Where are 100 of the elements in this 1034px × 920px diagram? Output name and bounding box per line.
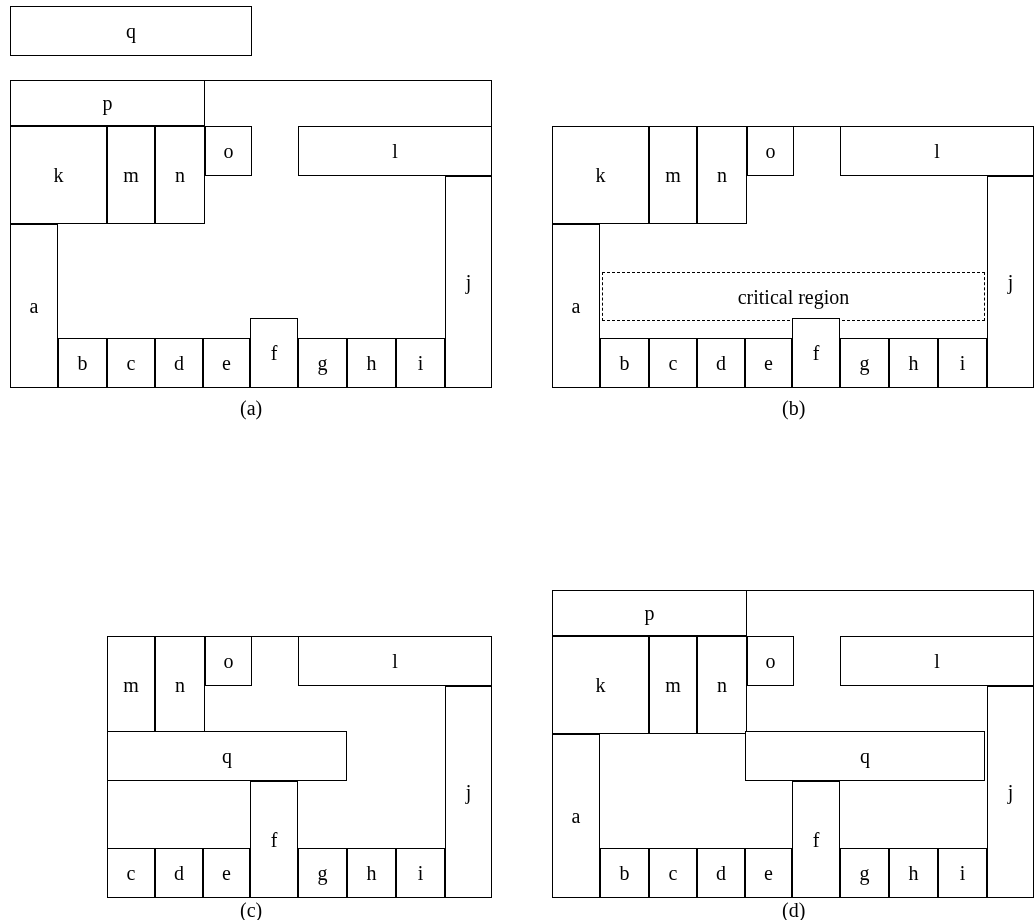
block-label: n: [175, 165, 185, 185]
block-label: l: [934, 651, 940, 671]
block-rectangle: [107, 338, 155, 388]
block-label: o: [765, 141, 776, 161]
block-label: c: [668, 863, 678, 883]
block-rectangle: [697, 126, 747, 224]
panel-caption: (b): [782, 398, 806, 418]
block-label: m: [123, 165, 139, 185]
block-rectangle: [600, 338, 649, 388]
block-label: m: [665, 165, 681, 185]
block-rectangle: [987, 176, 1034, 388]
block-label: e: [764, 863, 773, 883]
block-rectangle: [107, 126, 155, 224]
block-rectangle: [938, 848, 987, 898]
block-label: m: [665, 675, 681, 695]
block-rectangle: [697, 338, 745, 388]
block-rectangle: [10, 126, 107, 224]
block-label: b: [619, 353, 630, 373]
block-label: q: [126, 21, 136, 41]
block-label: g: [317, 863, 328, 883]
block-label: d: [716, 353, 726, 373]
block-rectangle: [58, 338, 107, 388]
block-label: critical region: [737, 286, 850, 307]
block-label: j: [465, 782, 472, 802]
block-rectangle: [205, 636, 252, 686]
block-rectangle: [889, 848, 938, 898]
block-label: b: [619, 863, 630, 883]
block-rectangle: [745, 848, 792, 898]
block-label: f: [812, 829, 820, 850]
block-label: k: [595, 675, 606, 695]
block-rectangle: [747, 636, 794, 686]
block-label: m: [123, 675, 139, 695]
block-label: i: [417, 353, 424, 373]
block-label: c: [126, 353, 136, 373]
block-rectangle: [10, 80, 205, 126]
block-label: n: [717, 165, 727, 185]
block-rectangle: [649, 126, 697, 224]
block-rectangle: [552, 590, 747, 636]
block-label: q: [860, 746, 870, 766]
block-rectangle: [889, 338, 938, 388]
strip-outline: [552, 126, 1034, 388]
block-rectangle: [792, 318, 840, 388]
block-rectangle: [840, 338, 889, 388]
block-rectangle: [396, 848, 445, 898]
block-label: a: [571, 296, 581, 316]
block-rectangle: [155, 126, 205, 224]
block-rectangle: [600, 848, 649, 898]
block-label: j: [1007, 272, 1014, 292]
strip-outline: [10, 80, 492, 388]
block-rectangle: [298, 636, 492, 686]
block-label: c: [668, 353, 678, 373]
block-rectangle: [840, 848, 889, 898]
block-rectangle: [649, 338, 697, 388]
block-label: e: [222, 353, 231, 373]
block-label: a: [29, 296, 39, 316]
block-label: e: [764, 353, 773, 373]
block-rectangle: [552, 126, 649, 224]
block-label: d: [716, 863, 726, 883]
block-rectangle: [298, 126, 492, 176]
block-label: g: [859, 353, 870, 373]
block-label: l: [392, 141, 398, 161]
block-label: i: [959, 863, 966, 883]
block-label: l: [934, 141, 940, 161]
block-rectangle: [347, 848, 396, 898]
block-label: h: [366, 863, 377, 883]
block-label: h: [908, 353, 919, 373]
block-label: f: [270, 829, 278, 850]
block-label: i: [959, 353, 966, 373]
block-rectangle: [203, 848, 250, 898]
block-label: k: [595, 165, 606, 185]
block-rectangle: [298, 338, 347, 388]
block-rectangle: [649, 848, 697, 898]
block-rectangle: [10, 6, 252, 56]
block-rectangle: [697, 636, 747, 734]
block-label: h: [366, 353, 377, 373]
block-label: d: [174, 863, 184, 883]
block-label: f: [812, 343, 820, 363]
block-rectangle: [155, 636, 205, 734]
block-rectangle: [250, 781, 298, 898]
block-label: c: [126, 863, 136, 883]
block-rectangle: [552, 224, 600, 388]
block-label: g: [317, 353, 328, 373]
block-label: j: [465, 272, 472, 292]
block-rectangle: [840, 126, 1034, 176]
block-label: k: [53, 165, 64, 185]
block-label: f: [270, 343, 278, 363]
block-rectangle: [250, 318, 298, 388]
block-rectangle: [552, 636, 649, 734]
block-label: n: [717, 675, 727, 695]
block-rectangle: [552, 734, 600, 898]
block-rectangle: [445, 176, 492, 388]
block-rectangle: [840, 636, 1034, 686]
block-label: o: [765, 651, 776, 671]
block-rectangle: [747, 126, 794, 176]
panel-caption: (a): [240, 398, 263, 418]
block-rectangle: [298, 848, 347, 898]
strip-outline: [107, 636, 492, 898]
block-rectangle: [697, 848, 745, 898]
block-label: h: [908, 863, 919, 883]
block-label: b: [77, 353, 88, 373]
